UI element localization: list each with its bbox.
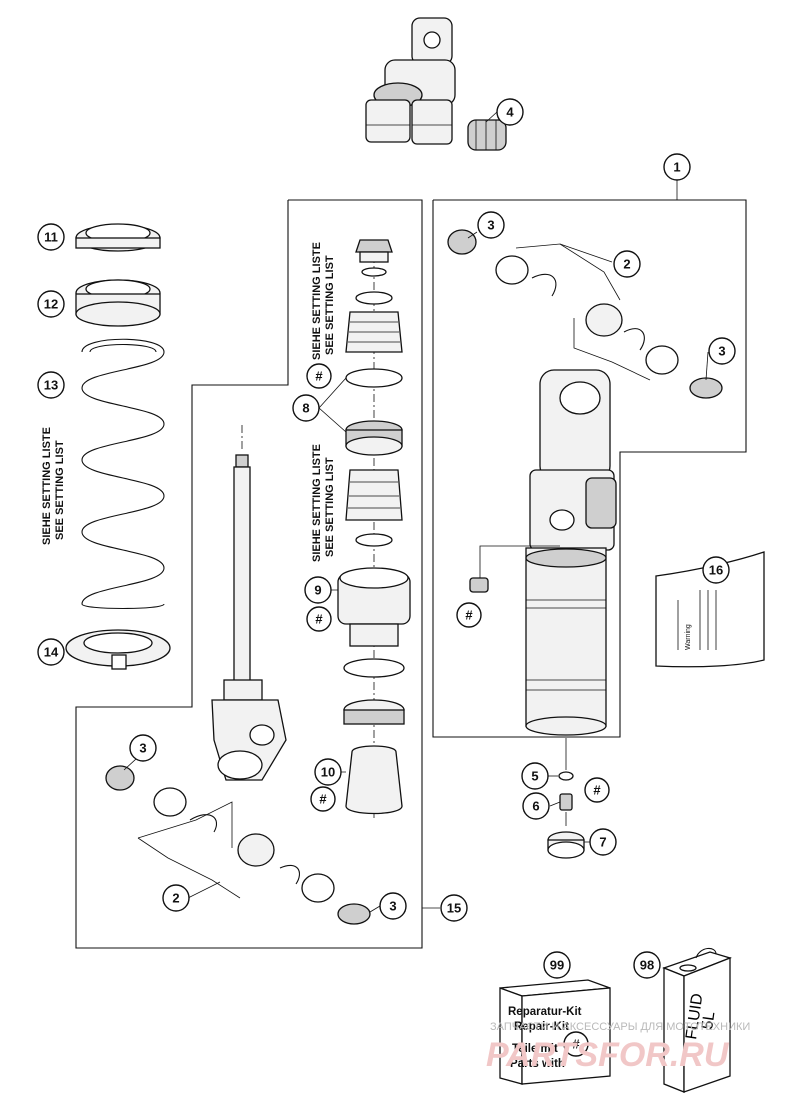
hash-marker-kit: # [563,1031,589,1057]
kit-line-reparatur: Reparatur-Kit [508,1006,582,1018]
svg-text:3: 3 [389,899,396,914]
fluid-can-98: FLUID 5L [662,947,732,1093]
note-setting-de-lower: SIEHE SETTING LISTE [311,444,323,562]
svg-text:15: 15 [447,901,461,916]
svg-text:7: 7 [599,835,606,850]
callout-4: 4 [496,98,524,126]
svg-text:3: 3 [139,741,146,756]
callout-9: 9 [304,576,332,604]
callout-14: 14 [37,638,65,666]
spring-13 [81,338,165,610]
note-setting-de-left: SIEHE SETTING LISTE [41,427,53,545]
svg-text:2: 2 [623,257,630,272]
svg-text:10: 10 [321,765,335,780]
svg-text:#: # [465,608,473,623]
frame-1-housing-group [432,199,747,738]
note-setting-en-lower: SEE SETTING LIST [324,457,336,557]
shock-housing [469,369,617,736]
repair-kit-text: Reparatur-Kit Repair-Kit Teile mit Parts… [508,1006,582,1070]
svg-text:11: 11 [44,230,58,245]
callout-2-lower: 2 [162,884,190,912]
svg-text:#: # [315,612,323,627]
svg-text:9: 9 [314,583,321,598]
svg-text:Warning: Warning [685,624,692,650]
lock-ring-11 [75,223,161,252]
callout-3-lower-right: 3 [379,892,407,920]
watermark-tagline: ЗАПЧАСТИ И АКСЕССУАРЫ ДЛЯ МОТОТЕХНИКИ [490,1021,750,1033]
svg-text:3: 3 [487,218,494,233]
shock-head-complete [365,17,456,145]
callout-10: 10 [314,758,342,786]
leader-lines [123,111,717,913]
callout-11: 11 [37,223,65,251]
kit-line-repair: Repair-Kit [514,1021,569,1033]
callout-6: 6 [522,792,550,820]
callout-1: 1 [663,153,691,181]
callout-5: 5 [521,762,549,790]
spring-retainer-14 [65,629,171,670]
svg-text:12: 12 [44,297,58,312]
callout-13: 13 [37,371,65,399]
svg-text:8: 8 [302,401,309,416]
warning-label-16: Warning [655,551,765,668]
svg-text:4: 4 [506,105,514,120]
adjusting-ring-12 [75,279,161,327]
svg-text:#: # [572,1037,580,1052]
svg-text:2: 2 [172,891,179,906]
svg-text:3: 3 [718,344,725,359]
kit-line-parts: Parts with [510,1058,565,1070]
repair-kit-box-99 [499,979,611,1085]
fluid-can-label: FLUID [683,992,706,1040]
lower-parts-5-6-7 [547,738,585,859]
svg-text:#: # [315,369,323,384]
callout-7: 7 [589,828,617,856]
frame-15-piston-rod-group [75,199,423,949]
fluid-can-volume: 5L [699,1010,718,1030]
callout-15: 15 [440,894,468,922]
hash-marker-10: # [310,786,336,812]
svg-text:13: 13 [44,378,58,393]
watermark-logo: PARTSFOR.RU [486,1036,730,1074]
hash-marker-5-6: # [584,777,610,803]
callout-99: 99 [543,951,571,979]
bushing-set-lower [105,765,371,925]
note-setting-en-left: SEE SETTING LIST [54,440,66,540]
svg-text:14: 14 [44,645,59,660]
note-setting-en-upper: SEE SETTING LIST [324,255,336,355]
piston-rod-with-eye [211,425,287,781]
callout-12: 12 [37,290,65,318]
callout-3-upper-right: 3 [708,337,736,365]
svg-text:#: # [593,783,601,798]
callout-2-upper: 2 [613,250,641,278]
svg-text:5: 5 [531,769,538,784]
svg-text:99: 99 [550,958,564,973]
callout-3-lower-left: 3 [129,734,157,762]
svg-text:1: 1 [673,160,680,175]
svg-text:#: # [319,792,327,807]
svg-text:6: 6 [532,799,539,814]
callout-16: 16 [702,556,730,584]
svg-text:16: 16 [709,563,723,578]
hash-marker-9: # [306,606,332,632]
hash-marker-housing: # [456,602,482,628]
hash-marker-8: # [306,363,332,389]
callout-8: 8 [292,394,320,422]
svg-text:98: 98 [640,958,654,973]
kit-line-teile: Teile mit [512,1043,558,1055]
piston-rod-stack [337,239,411,820]
callout-3-upper-left: 3 [477,211,505,239]
note-setting-de-upper: SIEHE SETTING LISTE [311,242,323,360]
callout-98: 98 [633,951,661,979]
